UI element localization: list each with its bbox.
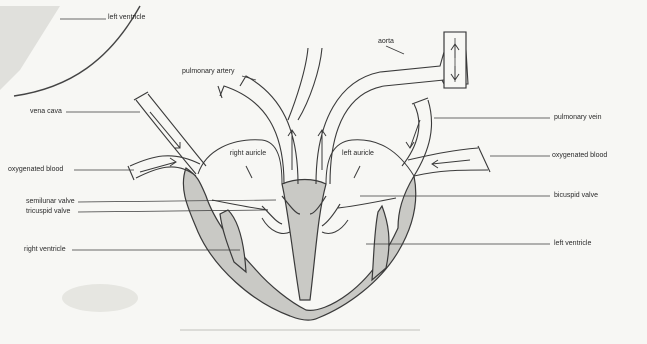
pulmonary-artery-branch-2 <box>288 48 308 120</box>
left-ventricle-wall <box>338 198 396 208</box>
vena-cava-inner <box>148 94 206 166</box>
label-oxygenated-blood: oxygenated blood <box>552 152 607 160</box>
label-right-auricle: right auricle <box>228 150 268 158</box>
pulmonary-artery-outer <box>220 86 284 184</box>
corner-sketch-shade <box>0 6 60 90</box>
pulmonary-artery-inner <box>240 76 298 184</box>
label-aorta: aorta <box>378 38 394 46</box>
septum <box>282 180 326 301</box>
pulmonary-vein-lower-outer <box>414 170 488 176</box>
pulmonary-artery-branch-1 <box>298 48 322 120</box>
arrow-left-atrium <box>354 166 360 178</box>
pulmonary-vein-upper-inner <box>402 104 419 166</box>
label-left-ventricle: left ventricle <box>554 240 591 248</box>
lower-vein-inner <box>130 156 200 166</box>
right-ventricle-wall <box>212 200 268 210</box>
label-tricuspid-valve: tricuspid valve <box>26 208 70 216</box>
pulmonary-vein-upper-cap <box>412 98 428 104</box>
arrow-lower-vein-head <box>170 158 176 166</box>
vena-cava-cap <box>134 92 148 100</box>
label-semilunar-valve: semilunar valve <box>26 198 75 206</box>
label-vena-cava: vena cava <box>30 108 62 116</box>
label-deoxygenated-blood: oxygenated blood <box>8 166 63 174</box>
tricuspid-valve-flap <box>262 206 282 224</box>
pulmonary-vein-lower-cap <box>478 146 490 172</box>
label-pulmonary-vein: pulmonary vein <box>554 114 601 122</box>
aorta-inner <box>330 80 444 184</box>
label-left-auricle: left auricle <box>338 150 378 158</box>
arrow-vena-cava <box>150 112 180 148</box>
arrow-right-atrium <box>246 166 252 178</box>
label-left-ventricle-top: left ventricle <box>108 14 145 22</box>
label-right-ventricle: right ventricle <box>24 246 66 254</box>
pulmonary-vein-lower-inner <box>408 148 478 160</box>
lower-vein-cap <box>128 166 134 180</box>
leader-aorta <box>386 46 404 54</box>
label-pulmonary-artery: pulmonary artery <box>182 68 235 76</box>
label-bicuspid-valve: bicuspid valve <box>554 192 598 200</box>
right-atrium-wall <box>198 140 282 184</box>
leader-tricuspid-valve <box>78 210 266 212</box>
left-atrium-wall <box>326 140 414 184</box>
arrow-pulmonary-vein-upper-head <box>406 142 414 148</box>
paper-smudge <box>62 284 138 312</box>
leader-semilunar-valve <box>78 200 276 202</box>
vena-cava-outer <box>136 100 196 174</box>
bicuspid-valve-flap <box>322 204 340 226</box>
